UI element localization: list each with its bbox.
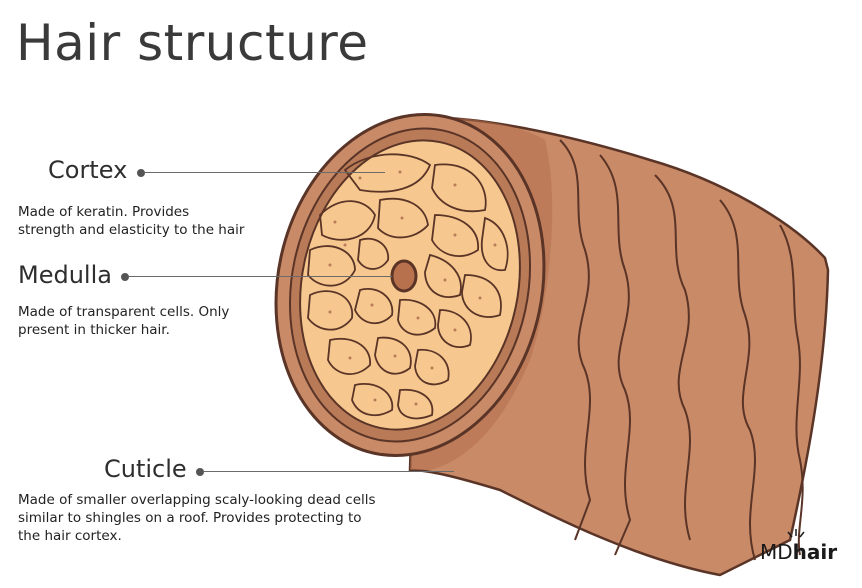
cuticle-scale-line [559, 139, 592, 541]
cuticle-scale-line [719, 199, 756, 561]
cuticle-description: Made of smaller overlapping scaly-lookin… [18, 492, 376, 544]
cortex-cells [307, 153, 509, 420]
sparkle-icon [787, 529, 805, 538]
medulla-core [390, 259, 418, 293]
cuticle-scale-line [779, 224, 804, 556]
cuticle-pointer-dot [196, 468, 204, 476]
cuticle-pointer-line [204, 471, 454, 472]
brand-suffix: hair [792, 540, 838, 564]
cortex-label: Cortex [48, 156, 128, 184]
cuticle-label: Cuticle [104, 455, 187, 483]
brand-prefix: MD [760, 540, 793, 564]
mdhair-logo: MDhair [760, 529, 838, 564]
medulla-pointer-line [129, 276, 392, 277]
medulla-pointer-dot [121, 273, 129, 281]
cuticle-scale-line [654, 174, 691, 541]
medulla-description: Made of transparent cells. Only present … [18, 304, 230, 338]
cortex-speckles [328, 170, 497, 406]
medulla-label: Medulla [18, 261, 112, 289]
cortex-description: Made of keratin. Provides strength and e… [18, 204, 245, 238]
cortex-pointer-dot [137, 169, 145, 177]
cuticle-scale-line [599, 154, 632, 556]
page-title: Hair structure [16, 14, 369, 72]
cortex-pointer-line [145, 172, 385, 173]
